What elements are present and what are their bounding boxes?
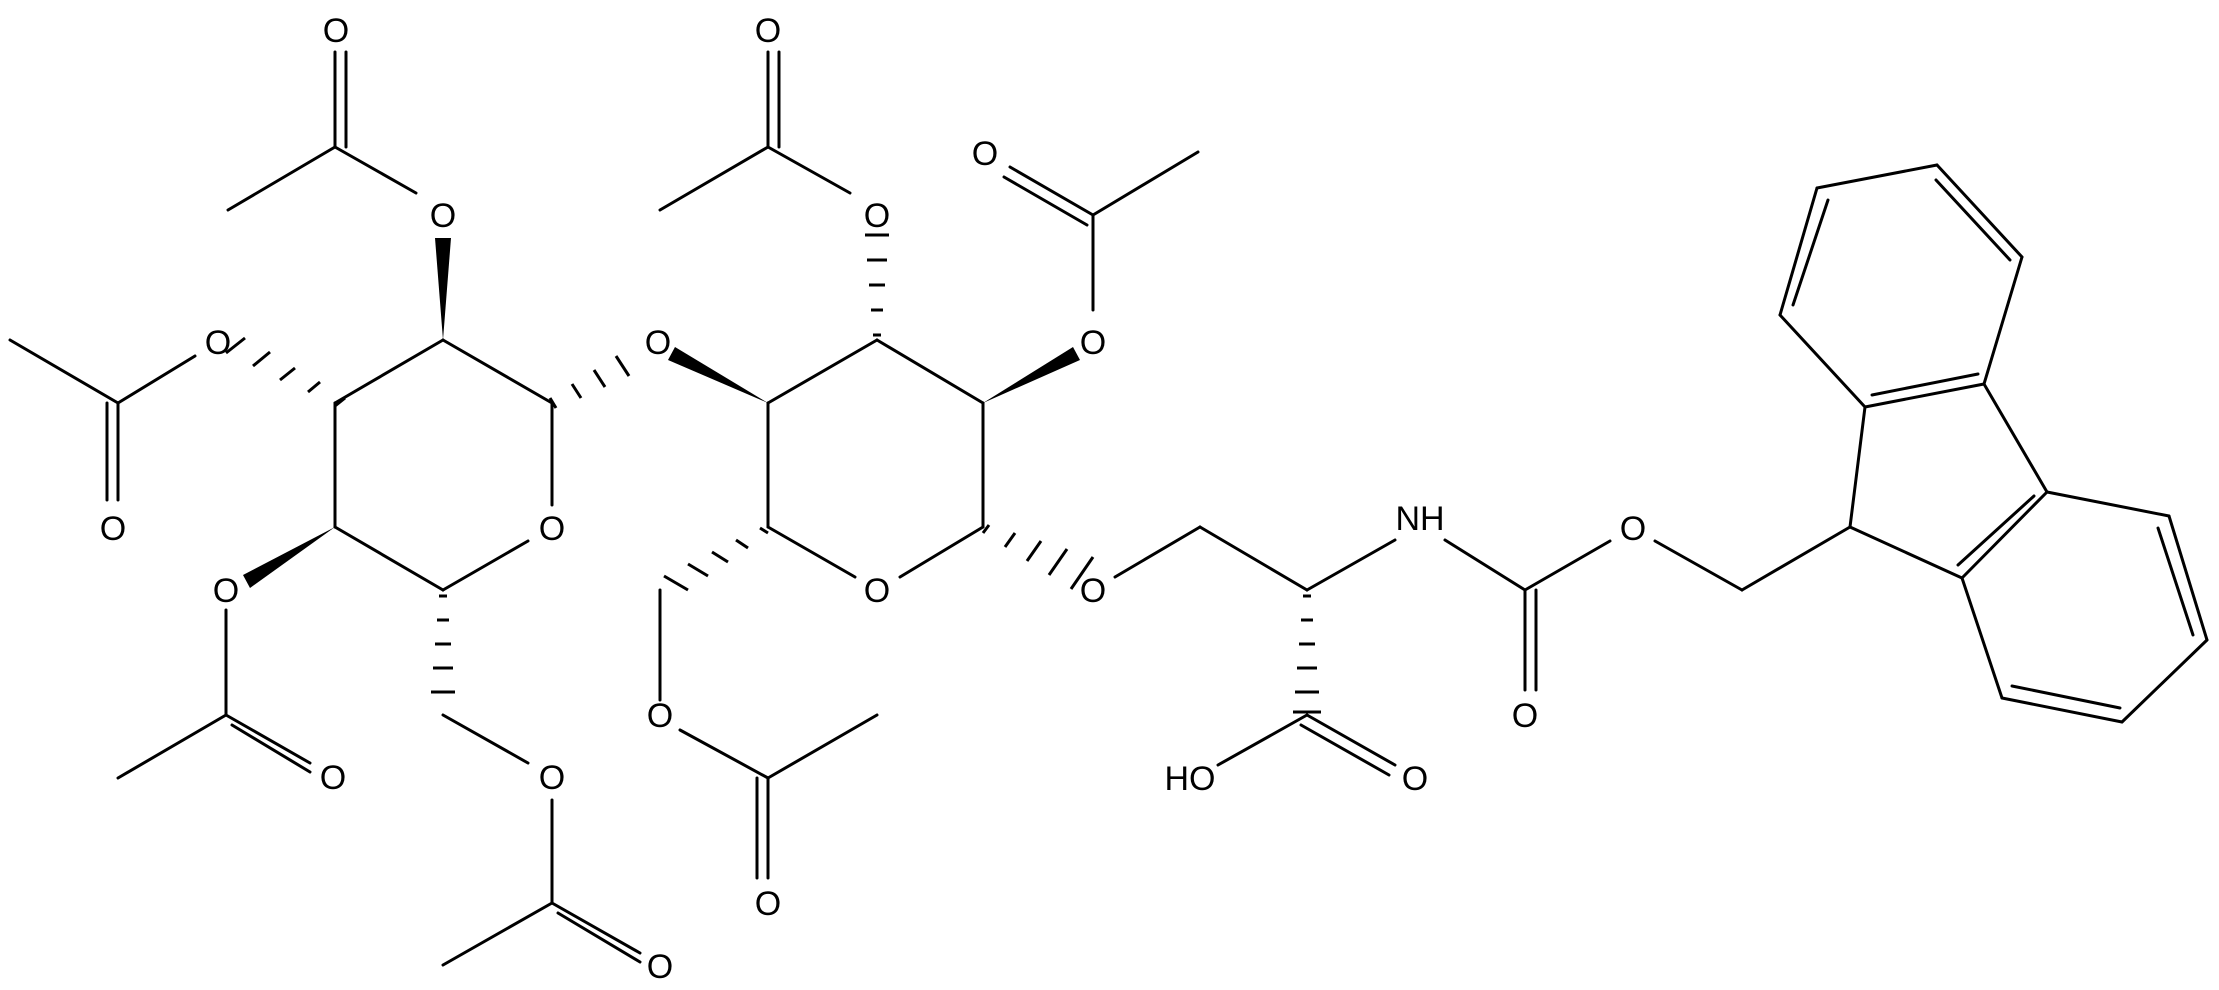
bond: [766, 713, 879, 780]
atom-o-c6-mid-carbonyl: O: [755, 885, 781, 923]
bond: [441, 901, 554, 967]
wedge-bond: [983, 347, 1080, 403]
atom-o-glycosidic-2: O: [1080, 572, 1106, 610]
bond: [1848, 525, 1964, 580]
atom-o-left-carbonyl: O: [100, 510, 126, 548]
atom-o-c6-carbonyl: O: [647, 948, 673, 986]
atom-o-carbamate-ester: O: [1620, 510, 1646, 548]
atom-o-c6-ester: O: [539, 759, 565, 797]
atom-labels: O O O O O O O O O O O O O O O O O O NH O…: [100, 12, 1646, 986]
bond: [1305, 713, 1397, 767]
bond: [333, 525, 445, 592]
bond: [2045, 490, 2171, 518]
bond: [875, 338, 985, 405]
atom-nh: NH: [1395, 500, 1444, 538]
bond: [1956, 494, 2036, 567]
bond: [1778, 186, 1819, 317]
bond: [1216, 713, 1309, 767]
bond: [2167, 514, 2209, 642]
bond: [1870, 372, 1980, 397]
bond: [8, 338, 120, 405]
atom-o-glycosidic-1: O: [645, 324, 671, 362]
bond: [678, 728, 770, 780]
bond: [1982, 255, 2024, 386]
bond: [116, 713, 228, 780]
atom-o-mid-ring: O: [864, 572, 890, 610]
bond: [1305, 538, 1397, 592]
bond: [766, 338, 879, 405]
bond: [1960, 490, 2049, 580]
bond: [898, 525, 985, 579]
bond: [1008, 165, 1095, 217]
bond: [116, 354, 197, 405]
bond: [1523, 539, 1612, 592]
bond: [441, 539, 530, 592]
hash-bond: [981, 524, 1095, 590]
bond: [1740, 525, 1852, 592]
bond: [1934, 178, 2012, 262]
bond: [1091, 150, 1200, 217]
bond: [766, 525, 857, 579]
bond: [2156, 526, 2195, 637]
bond: [1935, 163, 2024, 259]
bond: [230, 723, 312, 774]
atom-o-c4-carbonyl: O: [320, 759, 346, 797]
atom-o-carbamate-carbonyl: O: [1512, 697, 1538, 735]
bond: [1653, 539, 1744, 592]
bond: [224, 713, 312, 765]
atom-o-top-left-ester: O: [430, 197, 456, 235]
hash-bond: [1293, 594, 1321, 714]
hash-bond: [663, 526, 769, 592]
bonds: [8, 50, 2209, 967]
hash-bond: [431, 594, 455, 694]
hash-bond: [225, 336, 346, 408]
bond: [333, 145, 418, 195]
wedge-bond: [668, 347, 768, 403]
hash-bond: [548, 355, 631, 409]
atom-o-mid-right-ester: O: [1080, 324, 1106, 362]
bond: [556, 911, 642, 964]
bond: [1778, 313, 1867, 409]
bond: [226, 145, 337, 212]
bond: [658, 145, 770, 212]
bond: [2000, 696, 2124, 724]
atom-o-c6-mid-ester: O: [647, 697, 673, 735]
bond: [1863, 382, 1986, 409]
atom-o-top-left-carbonyl: O: [323, 12, 349, 50]
bond: [441, 338, 554, 405]
atom-o-left-ester: O: [205, 324, 231, 362]
bond: [1113, 525, 1202, 579]
hash-bond: [865, 233, 889, 337]
wedge-bond: [435, 238, 451, 340]
bond: [1960, 576, 2004, 700]
wedge-bonds: [243, 238, 1080, 588]
bond: [1848, 405, 1867, 529]
atom-o-mid-top-carbonyl: O: [755, 12, 781, 50]
bond: [333, 338, 445, 405]
atom-o-mid-right-carbonyl: O: [972, 135, 998, 173]
bond: [2120, 638, 2209, 724]
hash-bonds: [225, 233, 1321, 714]
bond: [2010, 684, 2122, 710]
atom-o-mid-top-ester: O: [864, 197, 890, 235]
atom-ho: HO: [1165, 760, 1216, 798]
bond: [1815, 163, 1939, 190]
bond: [550, 901, 642, 955]
atom-o-c4-ester: O: [213, 572, 239, 610]
atom-o-acid-carbonyl: O: [1402, 760, 1428, 798]
bond: [1002, 175, 1089, 227]
bond: [1791, 198, 1830, 307]
wedge-bond: [243, 527, 335, 588]
atom-o-left-ring: O: [539, 510, 565, 548]
bond: [1198, 525, 1309, 592]
bond: [1443, 538, 1527, 592]
bond: [766, 145, 852, 195]
bond: [441, 713, 530, 765]
bond: [1299, 723, 1391, 777]
bond: [1982, 382, 2049, 494]
